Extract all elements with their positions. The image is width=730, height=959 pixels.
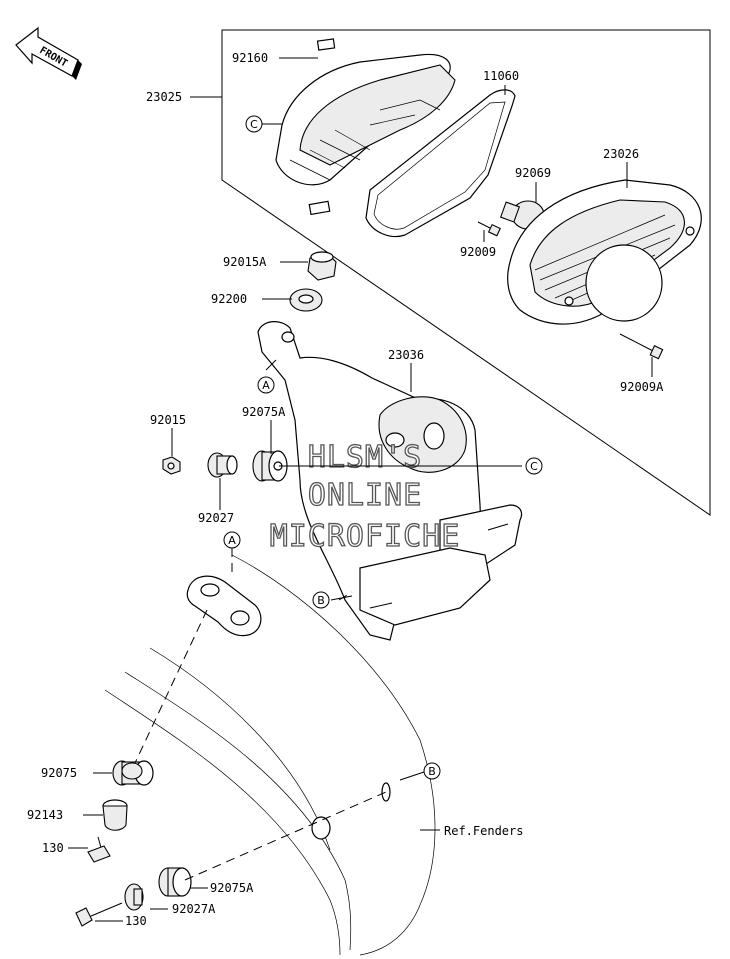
lens-long-screw [619,333,664,360]
callout-a-upper: A [257,376,275,394]
part-label-23026: 23026 [603,147,639,161]
lamp-lens [507,179,702,325]
svg-text:C: C [250,118,258,131]
part-label-92069: 92069 [515,166,551,180]
guide-plate-grommet [134,609,208,764]
washer [289,288,323,312]
part-label-92027A: 92027A [172,902,216,916]
mount-plate [186,575,262,637]
ref-fenders-label: Ref.Fenders [444,824,523,838]
part-label-92027: 92027 [198,511,234,525]
watermark-line-1: HLSM'S [308,440,422,475]
callout-c-top: C [245,115,263,133]
watermark-line-3: MICROFICHE [270,519,461,554]
front-arrow-icon: FRONT [15,26,82,80]
part-label-92160: 92160 [232,51,268,65]
part-label-92200: 92200 [211,292,247,306]
part-label-92075A-upper: 92075A [242,405,286,419]
callout-b-lower: B [423,762,441,780]
part-label-92015: 92015 [150,413,186,427]
lamp-housing [275,38,456,216]
lamp-gasket [365,89,516,238]
svg-text:A: A [228,534,236,547]
part-label-130-upper: 130 [42,841,64,855]
flange-nut [162,456,181,475]
part-label-130-lower: 130 [125,914,147,928]
part-label-92075A-lower: 92075A [210,881,254,895]
grommet-lower-right [158,867,192,897]
leader-lines [68,57,653,922]
part-label-23025: 23025 [146,90,182,104]
part-label-92009A: 92009A [620,380,664,394]
damper [102,799,128,831]
guide-fender-b [184,791,387,881]
bolt-upper [87,836,111,863]
part-label-92075: 92075 [41,766,77,780]
grommet-upper [252,450,288,482]
svg-text:A: A [262,379,270,392]
watermark-line-2: ONLINE [308,478,422,513]
svg-text:B: B [317,594,325,607]
lamp-bracket [257,321,523,641]
svg-text:C: C [530,460,538,473]
assembly-frame [221,29,711,516]
part-label-92015A: 92015A [223,255,267,269]
callout-c-right: C [525,457,543,475]
grommet-lower-left [112,760,154,786]
guide-b-bracket [338,591,353,601]
lens-screw [477,221,501,237]
lower-collar [124,883,144,911]
bolt-lower [75,902,123,927]
cap-nut [307,251,337,281]
collar [207,452,238,478]
part-label-11060: 11060 [483,69,519,83]
part-label-23036: 23036 [388,348,424,362]
callout-a-lower: A [223,531,241,549]
callout-b-upper: B [312,591,330,609]
part-label-92009: 92009 [460,245,496,259]
svg-text:B: B [428,765,436,778]
part-label-92143: 92143 [27,808,63,822]
